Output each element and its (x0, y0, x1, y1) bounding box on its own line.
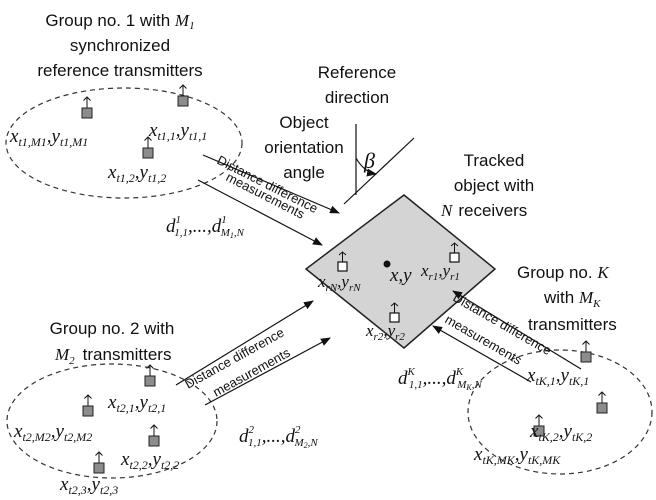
group-1-title-line-1: Group no. 1 with M1 (45, 11, 194, 32)
g2-tx-2-label: xt2,2,yt2,2 (120, 449, 179, 472)
gk-arrow-top (452, 290, 582, 370)
gk-tx-2-icon (596, 391, 608, 414)
g1-tx-M1-label: xt1,M1,yt1,M1 (9, 126, 88, 149)
orientation-line-3: angle (283, 163, 325, 182)
group-2-ellipse (6, 363, 218, 479)
g1-arrow-top (202, 154, 340, 214)
gk-tx-2-label: xtK,2,ytK,2 (529, 421, 592, 444)
g2-tx-1-label: xt2,1,yt2,1 (107, 392, 166, 415)
group-k-ellipse (467, 349, 653, 475)
g1-arrow-bottom (197, 179, 323, 246)
group-1-ellipse (5, 87, 243, 199)
reference-direction-line-1: Reference (318, 63, 396, 82)
g2-tx-3-icon (93, 451, 105, 474)
tracked-line-2: object with (454, 176, 534, 195)
gk-tx-MK-icon (533, 414, 545, 437)
g2-arrow-bottom (204, 337, 331, 406)
group-1-title-line-3: reference transmitters (37, 61, 202, 80)
g2-tx-3-label: xt2,3,yt2,3 (59, 474, 118, 497)
gk-tx-MK-label: xtK,MK,ytK,MK (473, 444, 561, 467)
g1-tx-1-icon (177, 84, 189, 107)
g1-tx-2-icon (142, 136, 154, 159)
gk-tx-1-icon (580, 340, 592, 363)
group-k-title-line-2: with MK (543, 288, 601, 310)
receiver-r1-label: xr1,yr1 (420, 261, 460, 283)
reference-direction-line-2: direction (325, 88, 389, 107)
g2-tx-2-icon (148, 424, 160, 447)
orientation-line-1: Object (279, 113, 328, 132)
g2-tx-1-icon (144, 364, 156, 387)
orientation-line-2: orientation (264, 138, 343, 157)
group-2-title-line-1: Group no. 2 with (50, 319, 175, 338)
gk-tx-1-label: xtK,1,ytK,1 (526, 365, 589, 388)
object-orientation-line (343, 137, 415, 205)
g1-tx-1-label: xt1,1,yt1,1 (148, 120, 207, 143)
receiver-rN (337, 251, 348, 272)
group-k-title-line-1: Group no. K (517, 263, 610, 282)
angle-arc (355, 157, 377, 177)
g1-tx-2-label: xt1,2,yt1,2 (107, 162, 166, 185)
angle-beta: β (363, 148, 375, 173)
g2-tx-M2-icon (82, 394, 94, 417)
group-k-title-line-3: transmitters (528, 315, 617, 334)
tracked-line-1: Tracked (464, 151, 525, 170)
g2-arrow-top (175, 300, 314, 386)
receiver-r1 (449, 242, 460, 263)
group-1-title-line-2: synchronized (70, 36, 170, 55)
tracked-object (304, 194, 497, 349)
g1-tx-M1-icon (81, 96, 93, 119)
object-center-dot (383, 260, 391, 268)
gk-arrow-bottom (432, 325, 532, 383)
receiver-rN-label: xrN,yrN (317, 272, 361, 294)
receiver-r2-label: xr2,yr2 (365, 321, 405, 343)
receiver-r2 (389, 302, 400, 323)
g2-tx-M2-label: xt2,M2,yt2,M2 (13, 421, 92, 444)
object-center-label: x,y (389, 265, 412, 286)
